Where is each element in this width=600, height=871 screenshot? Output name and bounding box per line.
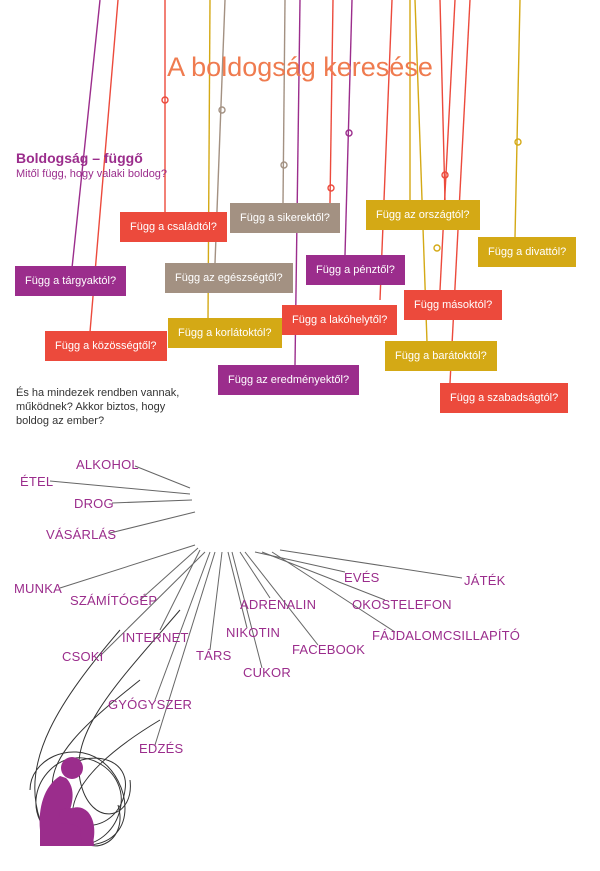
word-csoki: CSOKI	[62, 649, 104, 664]
box-eredmenyek: Függ az eredményektől?	[218, 365, 360, 395]
ray-line	[231, 551, 263, 669]
box-lakohely: Függ a lakóhelytől?	[282, 305, 398, 335]
person-head	[61, 757, 83, 779]
word-drog: DROG	[74, 496, 114, 511]
string-line	[439, 0, 456, 291]
word-jatek: JÁTÉK	[464, 573, 506, 588]
box-masok: Függ másoktól?	[404, 290, 503, 320]
word-alkohol: ALKOHOL	[76, 457, 139, 472]
string-line	[344, 0, 353, 256]
word-tars: TÁRS	[196, 648, 232, 663]
word-okostelefon: OKOSTELEFON	[352, 597, 452, 612]
ray-line	[261, 551, 386, 601]
ray-line	[154, 551, 216, 746]
box-sikerek: Függ a sikerektől?	[230, 203, 340, 233]
knot	[514, 138, 522, 146]
ray-line	[59, 544, 196, 589]
box-korlatok: Függ a korlátoktól?	[168, 318, 282, 348]
page-title: A boldogság keresése	[167, 52, 433, 82]
word-eves: EVÉS	[344, 570, 380, 585]
ray-line	[154, 551, 211, 701]
box-baratok: Függ a barátoktól?	[385, 341, 497, 371]
box-penz: Függ a pénztől?	[306, 255, 405, 285]
ray-line	[227, 551, 248, 629]
string-line	[514, 0, 521, 238]
word-etel: ÉTEL	[20, 474, 54, 489]
box-kozosseg: Függ a közösségtől?	[45, 331, 167, 361]
word-internet: INTERNET	[122, 630, 189, 645]
ray-line	[279, 549, 463, 579]
question: Mitől függ, hogy valaki boldog?	[16, 168, 168, 180]
ray-line	[109, 511, 196, 534]
string-line	[379, 0, 393, 301]
string-line	[414, 0, 428, 343]
word-cukor: CUKOR	[243, 665, 291, 680]
knot	[280, 161, 288, 169]
ray-line	[244, 551, 319, 646]
box-szabadsag: Függ a szabadságtól?	[440, 383, 569, 413]
word-szamitogep: SZÁMÍTÓGÉP	[70, 593, 158, 608]
intro-text: És ha mindezek rendben vannak, működnek?…	[16, 387, 180, 427]
person-figure	[39, 757, 95, 846]
ray-line	[111, 499, 193, 504]
knot	[161, 96, 169, 104]
subtitle: Boldogság – függő	[16, 150, 143, 166]
string-line	[294, 0, 301, 366]
knot	[327, 184, 335, 192]
ray-line	[134, 465, 191, 489]
ray-line	[209, 551, 223, 651]
word-munka: MUNKA	[14, 581, 62, 596]
string-line	[439, 0, 446, 201]
word-edzes: EDZÉS	[139, 741, 184, 756]
knot	[441, 171, 449, 179]
box-divat: Függ a divattól?	[478, 237, 577, 267]
box-orszag: Függ az országtól?	[366, 200, 480, 230]
box-egeszseg: Függ az egészségtől?	[165, 263, 293, 293]
string-line	[282, 0, 286, 204]
box-csalad: Függ a családtól?	[120, 212, 227, 242]
scribble	[29, 629, 126, 846]
ray-line	[99, 551, 206, 657]
string-line	[71, 0, 101, 269]
ray-line	[139, 547, 199, 601]
box-targyak: Függ a tárgyaktól?	[15, 266, 127, 296]
knot	[218, 106, 226, 114]
word-vasarlas: VÁSÁRLÁS	[46, 527, 117, 542]
ray-line	[49, 480, 191, 495]
word-facebook: FACEBOOK	[292, 642, 366, 657]
knot	[345, 129, 353, 137]
word-fajdalomcsillapito: FÁJDALOMCSILLAPÍTÓ	[372, 628, 521, 643]
knot	[433, 244, 441, 252]
word-nikotin: NIKOTIN	[226, 625, 281, 640]
person-legs	[58, 808, 94, 846]
ray-line	[239, 551, 271, 599]
string-line	[329, 0, 334, 204]
ray-line	[271, 551, 396, 633]
word-adrenalin: ADRENALIN	[240, 597, 317, 612]
word-gyogyszer: GYÓGYSZER	[108, 697, 193, 712]
